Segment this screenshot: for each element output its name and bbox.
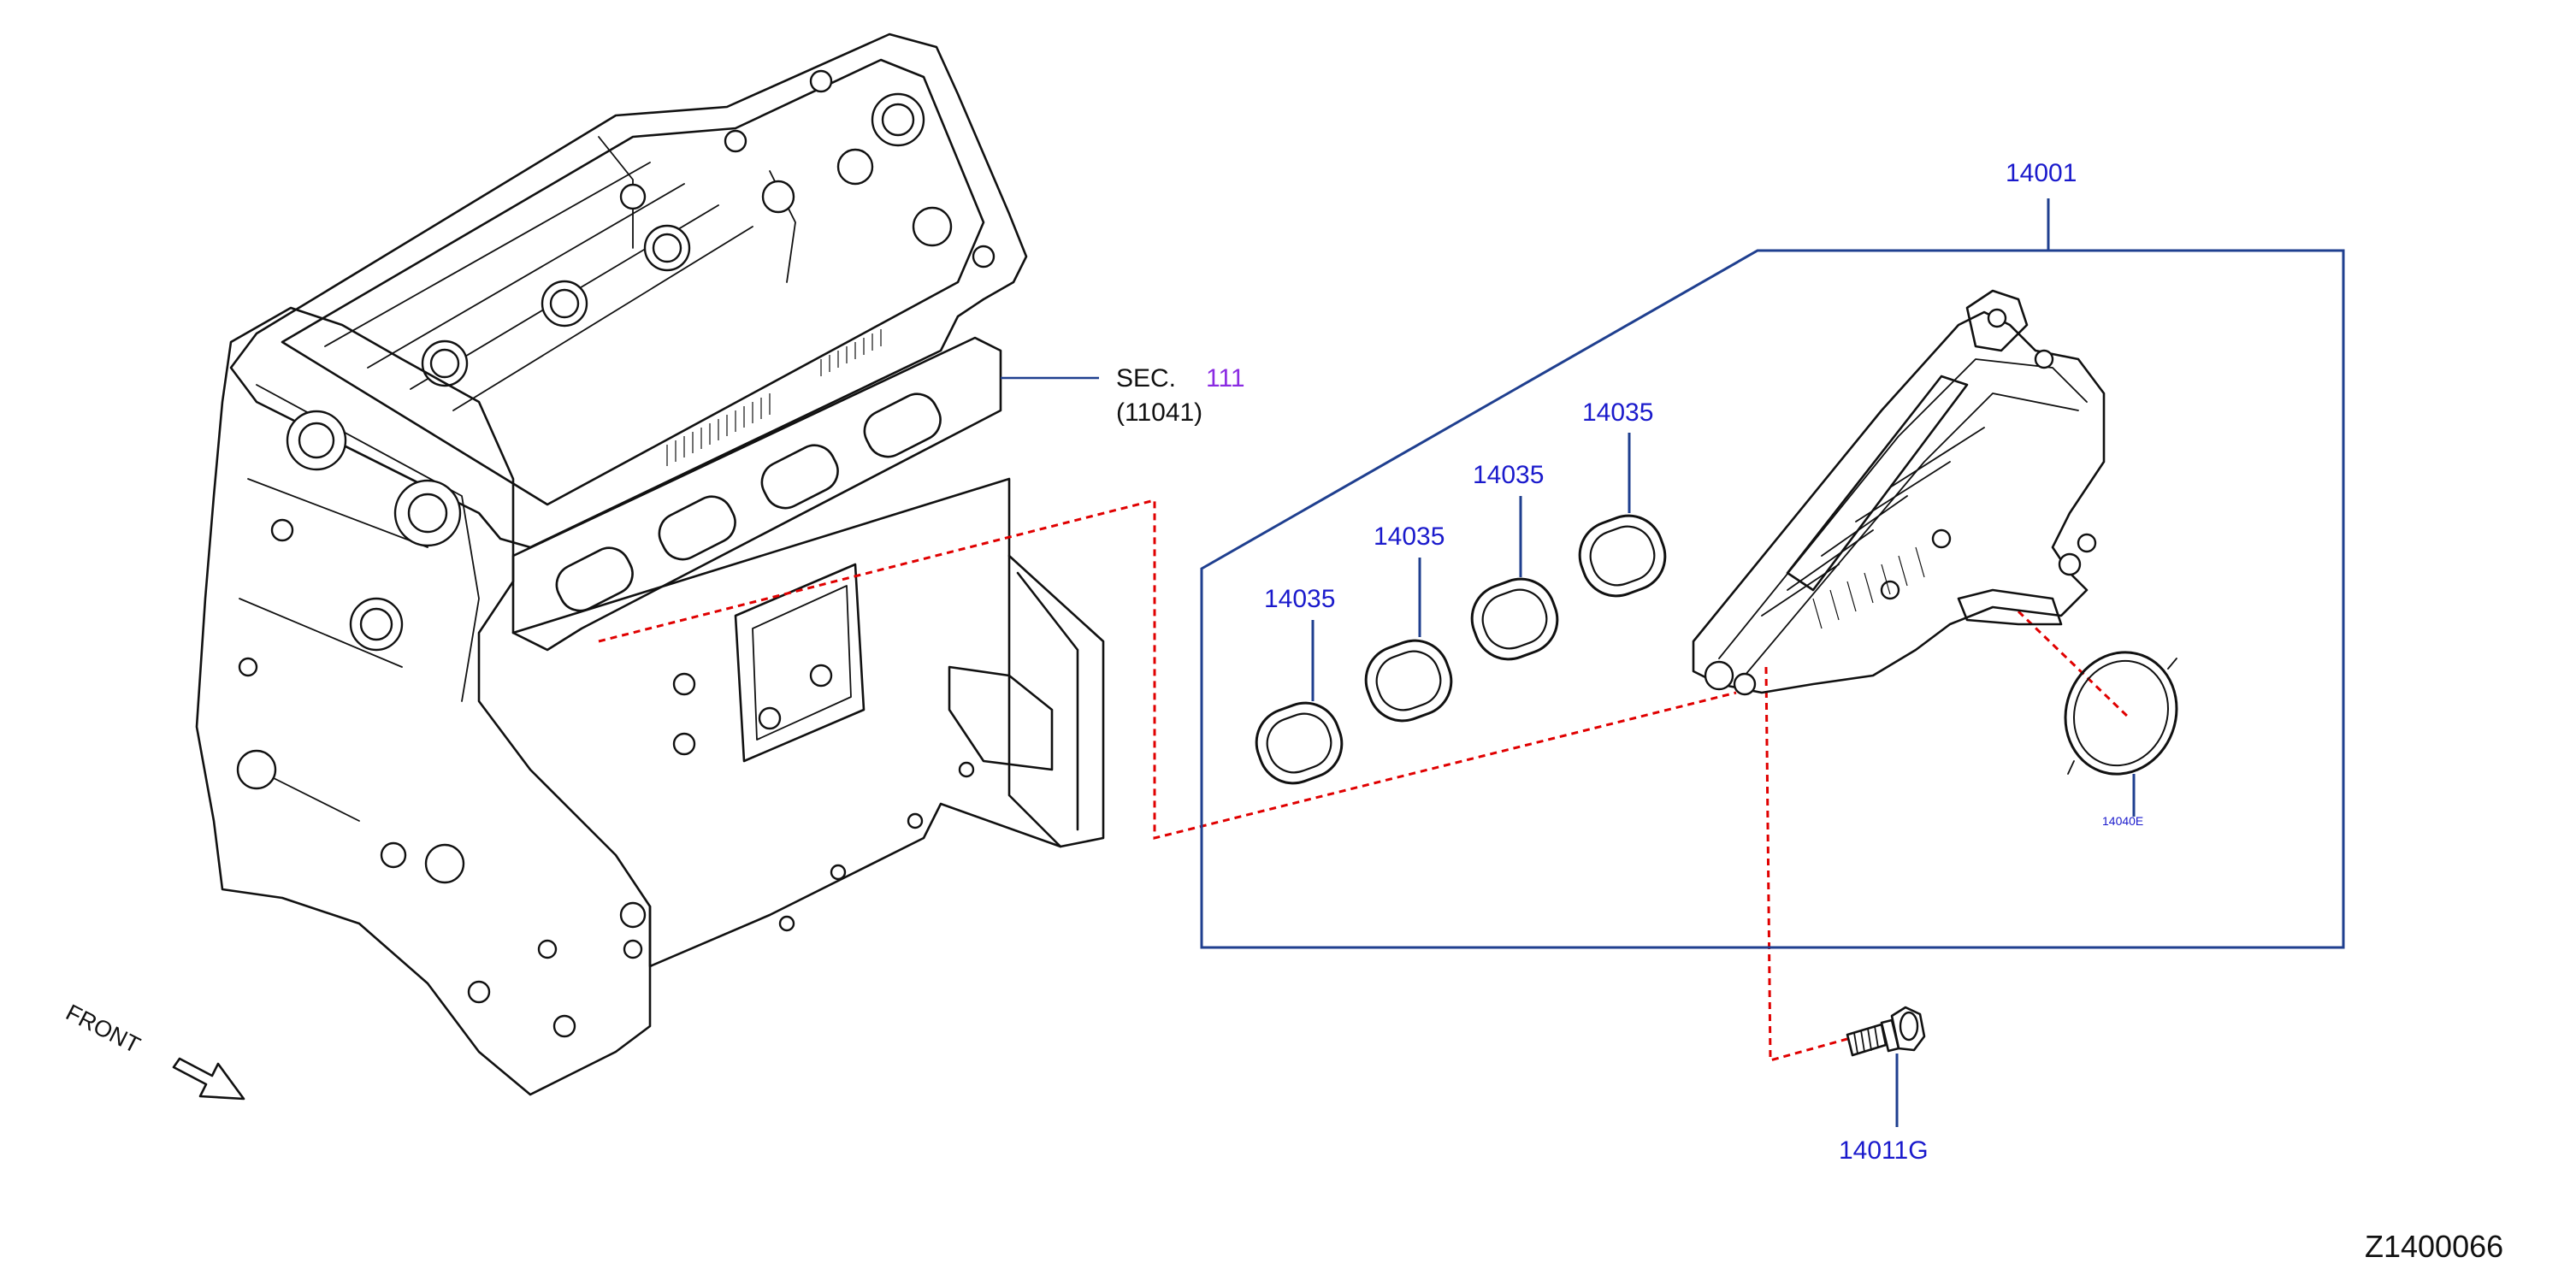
- diagram-id-label: Z1400066: [2365, 1229, 2503, 1264]
- sec-number-link[interactable]: 111: [1206, 364, 1245, 393]
- part-number-14035-b[interactable]: 14035: [1374, 522, 1445, 551]
- dashed-ref-head-to-gasket: [598, 499, 1737, 840]
- dashed-ref-bolt-path: [1764, 666, 1848, 1062]
- part-number-14001[interactable]: 14001: [2006, 159, 2077, 187]
- part-number-14035-c[interactable]: 14035: [1473, 461, 1544, 489]
- front-arrow-icon: [172, 1057, 245, 1101]
- front-label: FRONT: [62, 1000, 144, 1059]
- part-number-14035-a[interactable]: 14035: [1264, 585, 1335, 613]
- gasket-1: [1255, 701, 1344, 785]
- gasket-2: [1364, 639, 1453, 723]
- intake-manifold-drawing: [1692, 289, 2106, 696]
- part-number-14011G[interactable]: 14011G: [1839, 1136, 1929, 1165]
- part-number-14040E[interactable]: 14040E: [2102, 814, 2143, 828]
- sec-reference-label: (11041): [1116, 398, 1202, 427]
- manifold-assembly-bracket: [1200, 249, 2345, 949]
- engine-assembly-drawing: [195, 32, 1105, 1096]
- dashed-ref-oring: [2017, 610, 2131, 720]
- part-number-14035-d[interactable]: 14035: [1582, 398, 1653, 427]
- oring-gasket: [2064, 651, 2178, 776]
- gasket-4: [1578, 514, 1667, 598]
- gasket-3: [1470, 577, 1559, 661]
- sec-prefix-label: SEC.: [1116, 364, 1176, 393]
- bolt-drawing: [1846, 1006, 1926, 1057]
